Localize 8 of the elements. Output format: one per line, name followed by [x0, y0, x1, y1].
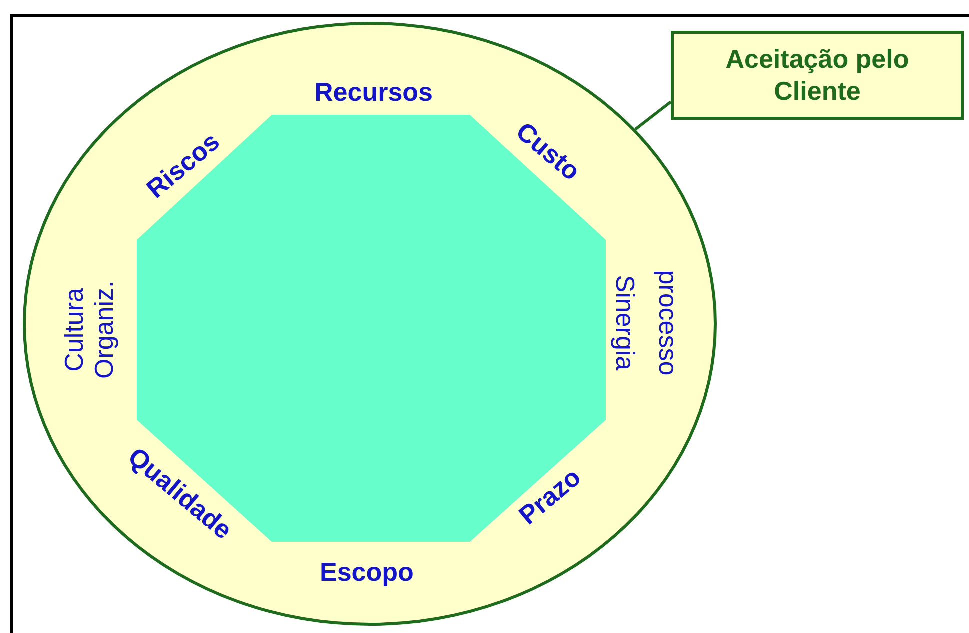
- leader-line: [634, 100, 672, 131]
- side-label: Escopo: [320, 558, 414, 588]
- side-label: Cultura Organiz.: [60, 280, 120, 382]
- callout-box: [671, 31, 964, 120]
- side-label: processo: [652, 270, 683, 376]
- side-label: Recursos: [314, 78, 433, 108]
- callout-text: Aceitação pelo Cliente: [724, 44, 910, 107]
- side-label: Sinergia: [609, 275, 640, 371]
